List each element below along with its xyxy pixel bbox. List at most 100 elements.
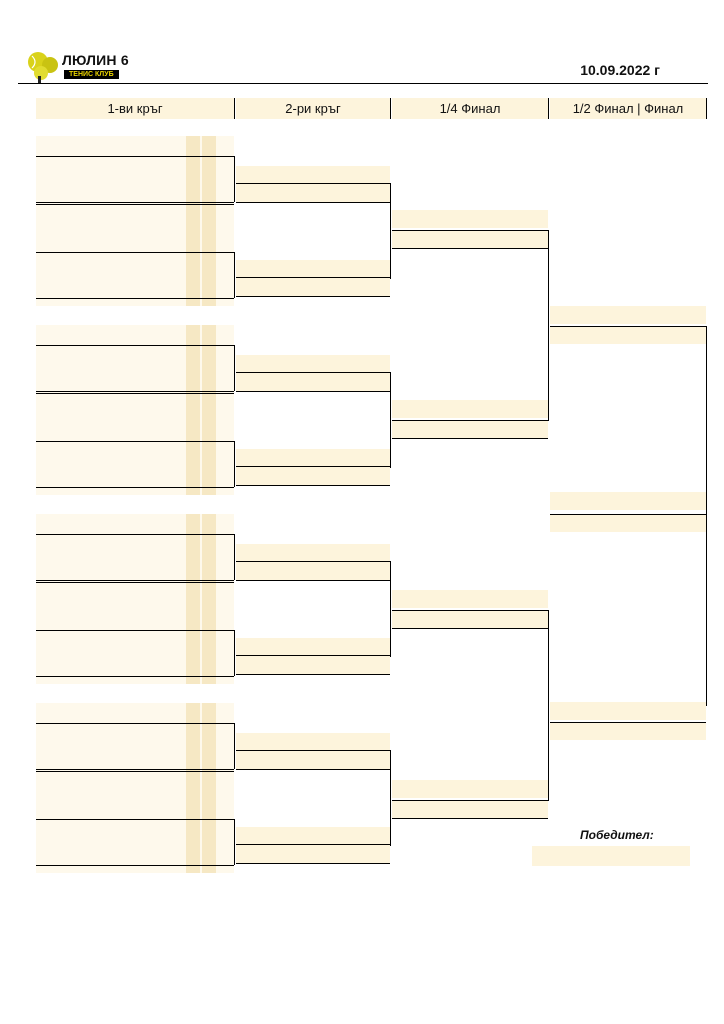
bracket-line: [36, 252, 234, 253]
score-column: [186, 136, 200, 306]
bracket-line: [392, 230, 548, 231]
bracket-line: [392, 420, 548, 421]
bracket-line: [548, 230, 549, 421]
bracket-line: [392, 628, 548, 629]
score-column: [186, 514, 200, 684]
bracket-line: [36, 487, 234, 488]
match-slot: [550, 722, 706, 740]
match-slot: [236, 184, 390, 202]
bracket-line: [392, 818, 548, 819]
header-separator: [234, 98, 235, 119]
bracket-line: [234, 441, 235, 487]
round-header-3: 1/4 Финал: [392, 98, 548, 119]
bracket-line: [234, 252, 235, 298]
header-separator: [548, 98, 549, 119]
match-slot: [236, 656, 390, 674]
score-column: [202, 703, 216, 873]
bracket-line: [706, 326, 707, 706]
match-slot: [236, 260, 390, 278]
bracket-line: [392, 438, 548, 439]
bracket-line: [234, 819, 235, 865]
bracket-line: [236, 674, 390, 675]
club-subtitle: ТЕНИС КЛУБ: [64, 70, 119, 79]
header-separator: [706, 98, 707, 119]
bracket-line: [236, 277, 390, 278]
bracket-line: [36, 204, 234, 205]
header-divider: [18, 83, 708, 84]
bracket-line: [36, 723, 234, 724]
match-slot: [392, 800, 548, 818]
bracket-line: [36, 819, 234, 820]
bracket-line: [36, 534, 234, 535]
bracket-line: [36, 156, 234, 157]
winner-label: Победител:: [580, 828, 654, 842]
round-header-2: 2-ри кръг: [236, 98, 390, 119]
bracket-line: [234, 156, 235, 202]
bracket-line: [234, 723, 235, 769]
bracket-line: [36, 393, 234, 394]
bracket-line: [236, 561, 390, 562]
match-slot: [392, 230, 548, 248]
bracket-line: [236, 391, 390, 392]
match-slot: [550, 492, 706, 510]
match-slot: [236, 166, 390, 184]
bracket-line: [550, 514, 706, 515]
match-slot: [236, 638, 390, 656]
match-slot: [550, 326, 706, 344]
score-column: [202, 325, 216, 495]
bracket-line: [36, 771, 234, 772]
round1-block-bg: [36, 325, 234, 495]
header-separator: [390, 98, 391, 119]
bracket-line: [236, 844, 390, 845]
match-slot: [236, 733, 390, 751]
match-slot: [236, 544, 390, 562]
match-slot: [236, 278, 390, 296]
score-column: [186, 703, 200, 873]
bracket-line: [390, 183, 391, 279]
match-slot: [392, 780, 548, 798]
bracket-line: [550, 722, 706, 723]
bracket-line: [234, 534, 235, 580]
bracket-line: [36, 676, 234, 677]
bracket-line: [550, 326, 706, 327]
bracket-line: [390, 750, 391, 846]
match-slot: [550, 702, 706, 720]
bracket-line: [236, 183, 390, 184]
bracket-line: [236, 372, 390, 373]
match-slot: [236, 467, 390, 485]
bracket-line: [392, 800, 548, 801]
score-column: [202, 136, 216, 306]
match-slot: [236, 845, 390, 863]
bracket-line: [236, 863, 390, 864]
match-slot: [236, 827, 390, 845]
match-slot: [550, 514, 706, 532]
bracket-line: [36, 865, 234, 866]
bracket-line: [36, 202, 234, 203]
bracket-line: [236, 580, 390, 581]
match-slot: [236, 751, 390, 769]
bracket-line: [234, 630, 235, 676]
match-slot: [236, 449, 390, 467]
bracket-line: [36, 580, 234, 581]
bracket-line: [548, 610, 549, 801]
bracket-line: [234, 345, 235, 391]
score-column: [186, 325, 200, 495]
winner-box: [532, 846, 690, 866]
bracket-line: [36, 582, 234, 583]
bracket-line: [36, 345, 234, 346]
match-slot: [392, 590, 548, 608]
bracket-line: [390, 372, 391, 468]
tennis-ball-logo-icon: [28, 52, 58, 84]
bracket-line: [392, 248, 548, 249]
bracket-line: [236, 466, 390, 467]
match-slot: [392, 420, 548, 438]
bracket-line: [236, 655, 390, 656]
bracket-line: [236, 750, 390, 751]
match-slot: [236, 355, 390, 373]
bracket-line: [392, 610, 548, 611]
bracket-line: [36, 630, 234, 631]
match-slot: [392, 610, 548, 628]
score-column: [202, 514, 216, 684]
club-name: ЛЮЛИН 6: [62, 52, 129, 68]
bracket-line: [36, 391, 234, 392]
